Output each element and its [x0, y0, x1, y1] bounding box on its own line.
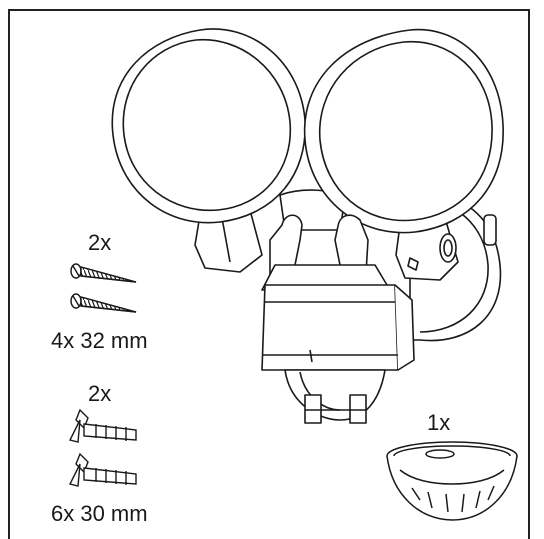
- screw-icon: [70, 293, 137, 313]
- sensor-cover-quantity: 1x: [427, 410, 451, 435]
- wall-anchor-icon: [68, 408, 137, 443]
- screw-icon: [70, 263, 137, 283]
- wall-anchors-quantity: 2x: [88, 381, 112, 406]
- screws-quantity: 2x: [88, 230, 112, 255]
- wall-anchor-icon: [68, 452, 137, 487]
- wall-anchors-size: 6x 30 mm: [51, 501, 148, 526]
- security-light-icon: [111, 28, 504, 424]
- screws-size: 4x 32 mm: [51, 328, 148, 353]
- frame-border: [8, 9, 530, 539]
- sensor-cover-icon: [386, 441, 518, 521]
